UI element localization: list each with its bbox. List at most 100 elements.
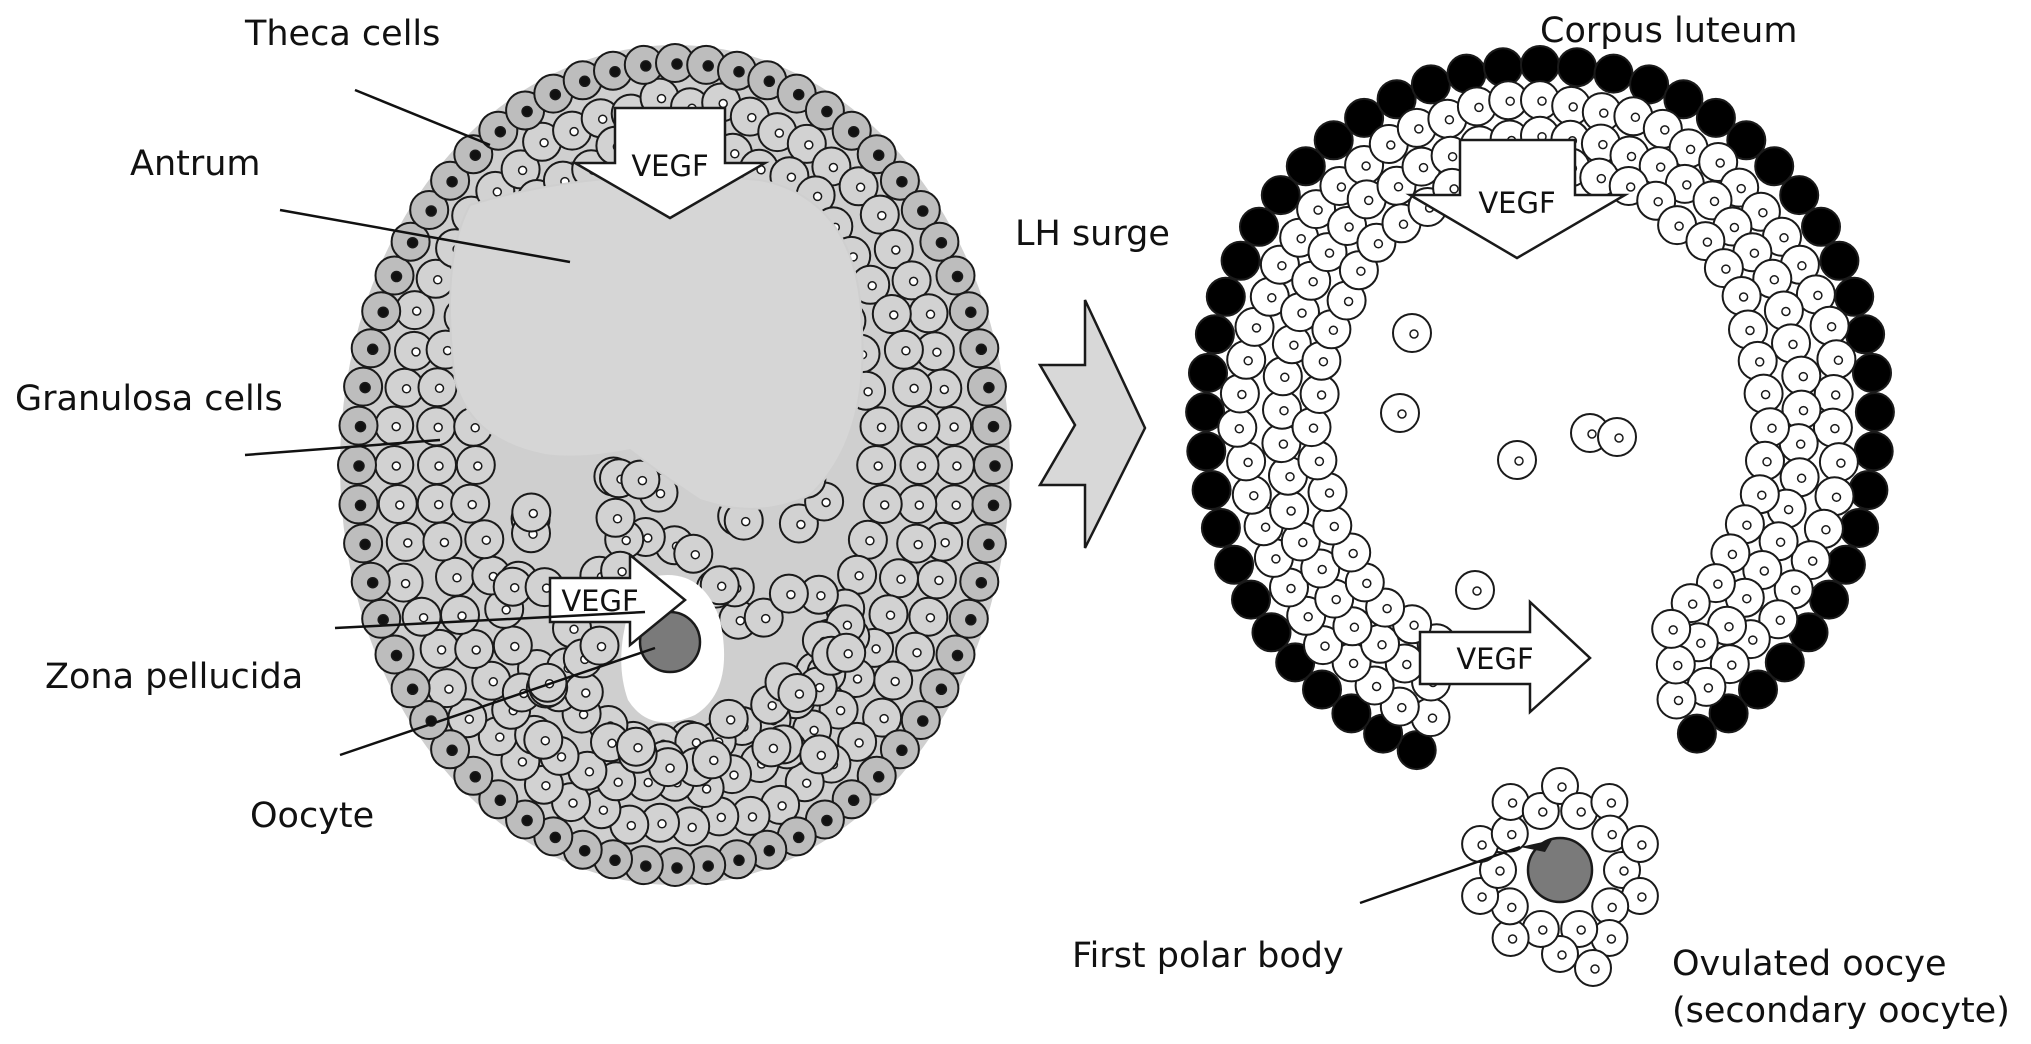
- granulosa-cell-nucleus: [495, 732, 505, 742]
- luteal-granulosa-cell-nucleus: [1783, 504, 1794, 515]
- luteal-theca-cell: [1819, 240, 1860, 281]
- granulosa-cell-nucleus: [889, 310, 899, 320]
- theca-cell-nucleus: [792, 88, 805, 101]
- luteal-granulosa-cell-nucleus: [1748, 635, 1758, 645]
- granulosa-cell-nucleus: [885, 610, 896, 620]
- cumulus-cell-nucleus: [716, 581, 727, 592]
- luteal-granulosa-cell-nucleus: [1537, 96, 1547, 106]
- theca-cell-nucleus: [377, 306, 389, 318]
- luteal-granulosa-cell-nucleus: [1673, 695, 1684, 706]
- luteal-granulosa-cell-nucleus: [1280, 372, 1290, 383]
- luteal-granulosa-cell-nucleus: [1788, 339, 1798, 350]
- ovulated-cumulus-cell-nucleus: [1557, 782, 1567, 792]
- granulosa-cell-nucleus: [492, 187, 503, 197]
- granulosa-cell-nucleus: [812, 191, 823, 202]
- theca-cell-nucleus: [935, 236, 948, 249]
- granulosa-cell-nucleus: [916, 461, 927, 471]
- theca-cell-nucleus: [671, 58, 683, 70]
- granulosa-cell-nucleus: [774, 128, 785, 138]
- luteal-granulosa-cell-nucleus: [1836, 458, 1846, 468]
- cumulus-cell-nucleus: [786, 589, 796, 600]
- theca-cell-nucleus: [917, 715, 929, 727]
- luteal-granulosa-cell-nucleus: [1779, 233, 1789, 243]
- luteal-granulosa-cell-nucleus: [1625, 182, 1636, 192]
- theca-cell-nucleus: [469, 771, 482, 783]
- granulosa-cell-nucleus: [473, 461, 483, 471]
- luteal-theca-cell: [1809, 579, 1849, 620]
- granulosa-cell-nucleus: [932, 347, 942, 357]
- luteal-theca-cell: [1839, 508, 1880, 548]
- ovulated-cumulus-cell-nucleus: [1477, 892, 1487, 902]
- granulosa-cell-nucleus: [747, 112, 757, 123]
- ovulated-cumulus-cell-nucleus: [1637, 892, 1647, 902]
- theca-cell-nucleus: [354, 499, 367, 512]
- luteal-theca-cell: [1191, 470, 1232, 510]
- luteal-granulosa-cell-nucleus: [1826, 321, 1837, 332]
- theca-cell-nucleus: [609, 65, 621, 78]
- ovulated-cumulus-cell-nucleus: [1507, 829, 1517, 840]
- luteal-granulosa-cell-nucleus: [1760, 389, 1771, 400]
- luteal-theca-cell: [1557, 47, 1597, 88]
- granulosa-cell-nucleus: [539, 138, 549, 148]
- luteal-granulosa-cell-nucleus: [1361, 161, 1371, 171]
- luteal-granulosa-cell-nucleus: [1344, 222, 1354, 232]
- ovulated-cumulus-cell-nucleus: [1557, 950, 1567, 960]
- granulosa-cell-nucleus: [871, 644, 881, 654]
- luteal-theca-cell: [1483, 47, 1523, 88]
- granulosa-cell-nucleus: [643, 777, 653, 788]
- cumulus-cell-nucleus: [540, 735, 551, 746]
- luteal-granulosa-cell-nucleus: [1682, 180, 1692, 190]
- luteal-granulosa-cell-nucleus: [1715, 158, 1725, 168]
- granulosa-cell-nucleus: [470, 423, 480, 433]
- luteal-granulosa-cell-nucleus: [1278, 439, 1289, 449]
- granulosa-cell-nucleus: [403, 538, 413, 548]
- luteal-granulosa-cell-nucleus: [1738, 292, 1749, 302]
- luteal-theca-cell: [1194, 314, 1235, 355]
- luteal-granulosa-cell-nucleus: [1807, 556, 1818, 566]
- granulosa-cell-nucleus: [855, 182, 866, 193]
- theca-cell-nucleus: [821, 814, 833, 827]
- first-polar-body: [1520, 840, 1552, 852]
- label-zona-pellucida: Zona pellucida: [45, 657, 303, 697]
- cumulus-cell-nucleus: [816, 750, 827, 761]
- ovulated-cumulus-cell-nucleus: [1590, 964, 1600, 974]
- ovulated-cumulus-cell-nucleus: [1607, 902, 1617, 913]
- label-oocyte: Oocyte: [250, 796, 374, 836]
- luteal-theca-cell: [1344, 97, 1385, 138]
- cumulus-cell-nucleus: [596, 641, 607, 652]
- luteal-granulosa-cell-nucleus: [1418, 162, 1429, 173]
- theca-cell-nucleus: [965, 306, 977, 318]
- luteal-theca-cell: [1853, 431, 1894, 472]
- free-luteal-cell-nucleus: [1614, 433, 1624, 443]
- luteal-theca-cell: [1593, 53, 1634, 94]
- free-luteal-cell-nucleus: [1514, 456, 1524, 466]
- theca-cell-nucleus: [702, 860, 714, 872]
- granulosa-cell-nucleus: [584, 767, 595, 777]
- luteal-granulosa-cell-nucleus: [1742, 520, 1752, 530]
- luteal-granulosa-cell-nucleus: [1795, 439, 1806, 449]
- luteal-granulosa-cell-nucleus: [1653, 196, 1663, 207]
- theca-cell-nucleus: [354, 420, 367, 433]
- granulosa-cell-nucleus: [828, 162, 839, 173]
- luteal-granulosa-cell-nucleus: [1313, 205, 1323, 215]
- luteal-granulosa-cell-nucleus: [1630, 112, 1641, 123]
- granulosa-cell-nucleus: [400, 578, 411, 589]
- label-antrum: Antrum: [130, 144, 261, 184]
- luteal-granulosa-cell-nucleus: [1251, 323, 1262, 333]
- luteal-granulosa-cell-nucleus: [1409, 620, 1419, 631]
- cumulus-cell-nucleus: [843, 649, 853, 659]
- granulosa-cell-nucleus: [434, 383, 445, 394]
- luteal-granulosa-cell-nucleus: [1317, 564, 1327, 575]
- secondary-oocyte: [1526, 836, 1594, 904]
- granulosa-cell-nucleus: [729, 770, 739, 780]
- theca-cell-nucleus: [896, 175, 908, 188]
- granulosa-cell-nucleus: [467, 499, 477, 510]
- granulosa-cell-nucleus: [613, 777, 623, 788]
- theca-cell-nucleus: [935, 683, 948, 696]
- granulosa-cell-nucleus: [901, 346, 911, 356]
- granulosa-cell-nucleus: [687, 822, 697, 833]
- granulosa-cell-nucleus: [442, 345, 453, 356]
- granulosa-cell-nucleus: [786, 172, 797, 182]
- granulosa-cell-nucleus: [411, 306, 422, 316]
- luteal-granulosa-cell-nucleus: [1386, 140, 1396, 150]
